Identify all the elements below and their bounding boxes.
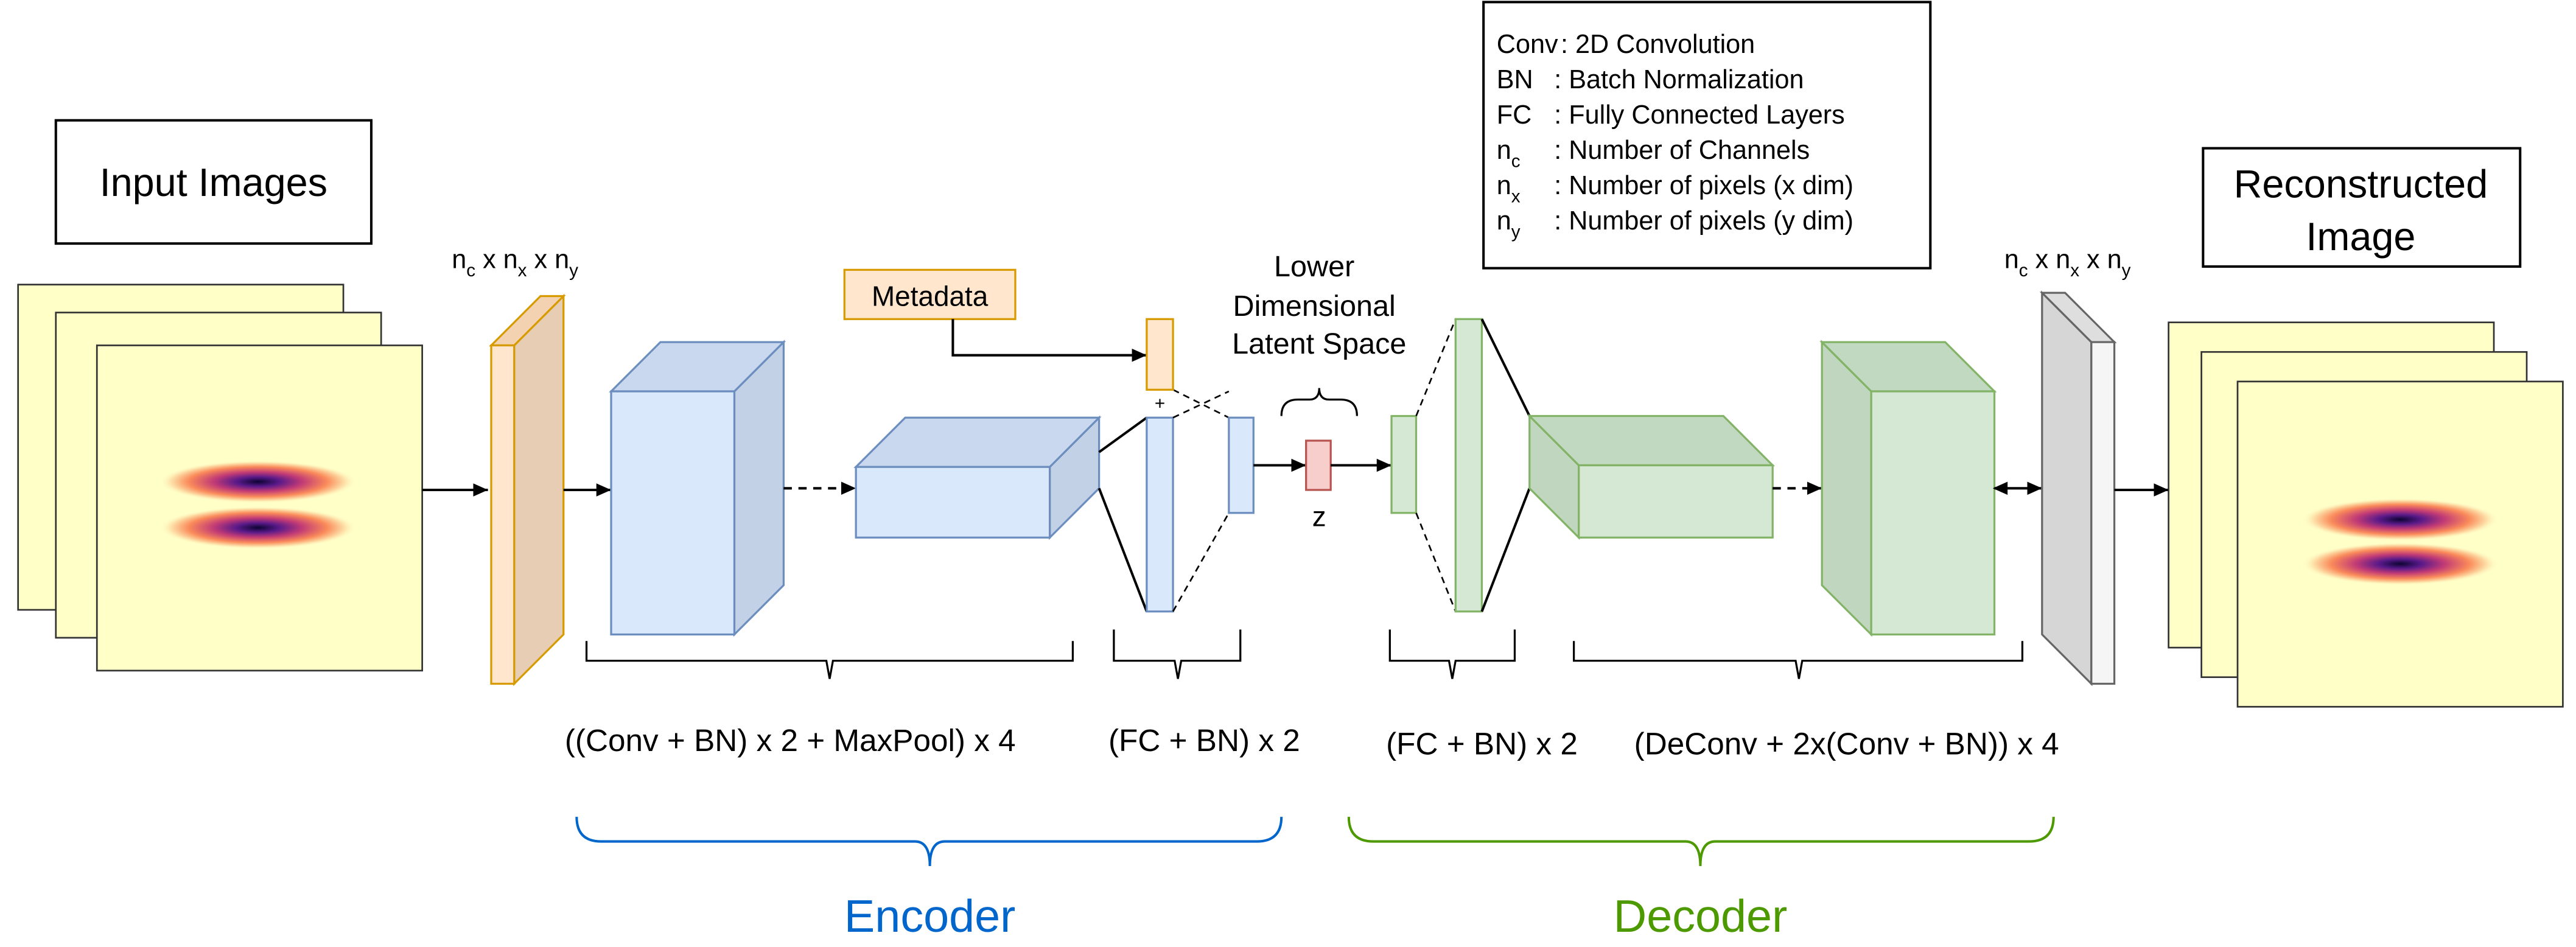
decoder-fc-block-label: (FC + BN) x 2 <box>1386 727 1578 761</box>
input-image-lobe-top <box>159 460 357 503</box>
metadata-box <box>843 268 1017 320</box>
legend-box <box>1482 1 1932 270</box>
input-layer-slab <box>489 293 566 687</box>
output-image-stack <box>2168 321 2564 708</box>
latent-label-line-3: Latent Space <box>1232 327 1406 360</box>
metadata-label: Metadata <box>872 281 989 312</box>
legend-row: ny: Number of pixels (y dim) <box>1497 206 1853 242</box>
decoder-bracket <box>1347 817 2055 867</box>
decoder-label: Decoder <box>1614 891 1788 942</box>
brace-encoder-conv <box>585 641 1074 679</box>
output-image-lobe-top <box>2301 498 2499 541</box>
encoder-fc-layer-1 <box>1146 416 1174 613</box>
decoder-deconv-block-label: (DeConv + 2x(Conv + BN)) x 4 <box>1634 727 2059 761</box>
input-images-title-box <box>54 119 373 245</box>
legend-row: nx: Number of pixels (x dim) <box>1497 171 1853 206</box>
latent-z-node <box>1305 439 1332 491</box>
metadata-input-node <box>1146 318 1174 391</box>
brace-encoder-fc <box>1113 629 1242 679</box>
brace-decoder-deconv <box>1573 641 2024 679</box>
decoder-deconv-block-small <box>1527 413 1776 540</box>
output-image-lobe-bottom <box>2301 542 2499 585</box>
reconstructed-title-line-1: Reconstructed <box>2234 162 2488 206</box>
encoder-conv-block-label: ((Conv + BN) x 2 + MaxPool) x 4 <box>565 723 1016 758</box>
legend-row: Conv: 2D Convolution <box>1497 30 1755 59</box>
legend-row: nc: Number of Channels <box>1497 136 1810 171</box>
legend-row: FC: Fully Connected Layers <box>1497 100 1845 130</box>
encoder-fc-layer-2 <box>1228 416 1255 514</box>
input-dims-label: nc x nx x ny <box>452 245 578 281</box>
reconstructed-title-box <box>2202 147 2522 268</box>
brace-decoder-fc <box>1388 629 1516 679</box>
output-dims-label: nc x nx x ny <box>2004 245 2131 281</box>
input-images-title: Input Images <box>100 160 327 204</box>
encoder-label: Encoder <box>844 891 1015 942</box>
latent-label-line-1: Lower <box>1274 250 1354 283</box>
output-layer-slab <box>2039 290 2117 687</box>
decoder-fc-layer-2 <box>1454 318 1483 613</box>
reconstructed-title-line-2: Image <box>2306 214 2415 259</box>
input-image-stack <box>17 284 423 672</box>
decoder-fc-layer-1 <box>1390 414 1418 514</box>
latent-brace <box>1280 388 1358 416</box>
z-label: z <box>1312 500 1326 532</box>
legend-row: BN: Batch Normalization <box>1497 65 1804 94</box>
encoder-conv-block-small <box>853 415 1102 540</box>
latent-label-line-2: Dimensional <box>1233 290 1396 323</box>
arrow-metadata <box>951 319 1147 362</box>
encoder-bracket <box>575 817 1283 867</box>
plus-sign: + <box>1155 394 1165 414</box>
encoder-conv-block-large <box>609 340 786 637</box>
encoder-fc-block-label: (FC + BN) x 2 <box>1108 723 1300 758</box>
input-image-lobe-bottom <box>159 506 357 550</box>
decoder-deconv-block-large <box>1819 340 1997 637</box>
